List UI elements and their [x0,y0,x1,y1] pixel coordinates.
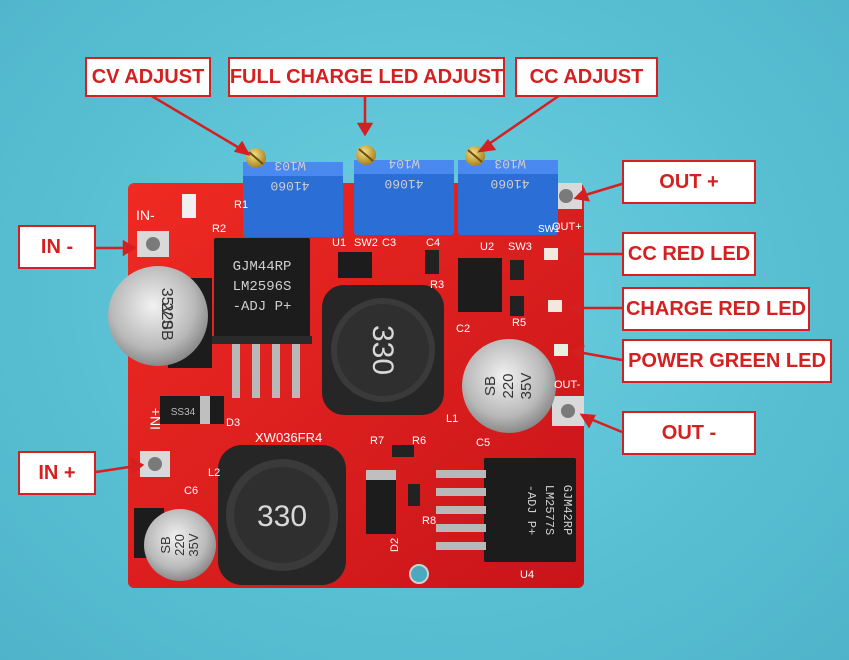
cap1-text-a: SB [158,319,175,340]
diode-d2-band [366,470,396,480]
capacitor-c6: SB 220 35V [134,508,216,581]
silk-sw3: SW3 [508,241,532,253]
cap2-text-c: 35V [518,373,535,400]
chip1-line3: -ADJ P+ [233,299,292,315]
terminal-hole-out-minus [561,404,575,418]
smd-resistor [408,484,420,506]
chip2-line3: -ADJ P+ [524,485,538,535]
callout-cc-adjust: CC ADJUST [515,57,658,97]
cap2-text-b: 220 [500,373,517,398]
chip2-line2: LM2577S [542,485,556,535]
mounting-hole [409,564,429,584]
callout-out-minus: OUT - [622,411,756,455]
callout-arrows [95,93,626,475]
terminal-hole-in-plus [148,457,162,471]
silk-in-minus: IN- [136,207,155,223]
silk-l1: L1 [446,413,458,425]
callout-power-green-led: POWER GREEN LED [622,339,832,383]
cap1-text-c: 35V [158,288,175,317]
regulator-chip-lm2577s: GJM42RP LM2577S -ADJ P+ [436,458,576,562]
pot-marking-cc: W103 [494,156,525,171]
diode-d2 [366,470,396,534]
led-charge-red [548,300,562,312]
chip2-line1: GJM42RP [560,485,574,535]
smd-resistor [425,250,439,274]
silk-out-plus: OUT+ [552,221,582,233]
inductor-top-value: 330 [366,325,399,375]
smd-resistor [510,296,524,316]
smd-resistor [510,260,524,280]
pot-code-full-charge: 41060 [384,176,423,191]
pot-code-cc: 41060 [490,176,529,191]
cap2-text-a: SB [482,376,499,396]
inductor-bottom-value: 330 [257,500,307,533]
silk-d2: D2 [389,538,401,552]
regulator-chip-lm2596s: GJM44RP LM2596S -ADJ P+ [212,238,312,398]
pot-code-cv: 41060 [270,178,309,193]
cap3-text-b: 220 [172,534,187,556]
diode-marking: SS34 [171,407,196,418]
chip1-line1: GJM44RP [233,259,292,275]
capacitor-input: SB 220 35V [108,266,212,368]
led-cc-red [544,248,558,260]
capacitor-output: SB 220 35V [462,339,556,433]
silk-c3: C3 [382,237,396,249]
led-power-green [554,344,568,356]
cap1-text-b: 220 [158,303,175,330]
silk-r6: R6 [412,435,426,447]
chip1-line2: LM2596S [233,279,292,295]
silk-c5: C5 [476,437,490,449]
callout-cv-adjust: CV ADJUST [85,57,211,97]
callout-charge-red-led: CHARGE RED LED [622,287,810,331]
silk-sw2: SW2 [354,237,378,249]
silk-r8: R8 [422,515,436,527]
pot-marking-full-charge: W104 [388,156,419,171]
terminal-hole-out-plus [559,189,573,203]
silk-r1: R1 [234,199,248,211]
inductor-bottom: 330 [218,445,346,585]
potentiometer-cv: W103 41060 [243,148,343,237]
silk-r7: R7 [370,435,384,447]
smd-component [182,194,196,218]
silk-out-minus: OUT- [554,379,581,391]
silk-l2: L2 [208,467,220,479]
potentiometer-cc: W103 41060 [458,146,558,235]
silk-in-plus: IN+ [147,408,163,430]
potentiometer-full-charge: W104 41060 [354,145,454,235]
pot-marking-cv: W103 [274,158,305,173]
callout-out-plus: OUT + [622,160,756,204]
inductor-top: 330 [322,285,444,415]
callout-in-plus: IN + [18,451,96,495]
silk-u2: U2 [480,241,494,253]
silk-r2: R2 [212,223,226,235]
silk-d3: D3 [226,417,240,429]
silk-u1: U1 [332,237,346,249]
callout-in-minus: IN - [18,225,96,269]
silk-r5: R5 [512,317,526,329]
silk-sw1: SW1 [538,224,560,235]
callout-cc-red-led: CC RED LED [622,232,756,276]
smd-resistor [392,445,414,457]
cap3-text-c: 35V [186,533,201,556]
sot-chip [338,252,372,278]
silk-board-id: XW036FR4 [255,430,322,445]
cap3-text-a: SB [158,536,173,553]
silk-c6: C6 [184,485,198,497]
soic-chip-u2 [458,258,502,312]
silk-c4: C4 [426,237,440,249]
diode-d3: SS34 [160,396,224,424]
silk-c2: C2 [456,323,470,335]
terminal-hole-in-minus [146,237,160,251]
silk-r3: R3 [430,279,444,291]
silk-u4: U4 [520,569,534,581]
callout-full-charge-led-adjust: FULL CHARGE LED ADJUST [228,57,505,97]
